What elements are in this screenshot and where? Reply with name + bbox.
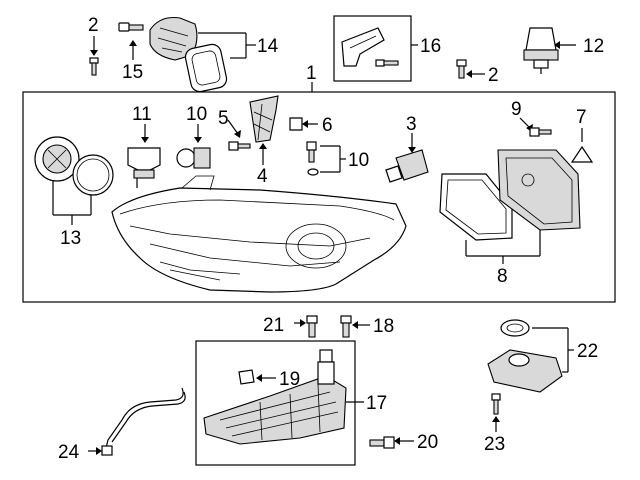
- module-18: [203, 349, 364, 445]
- callout-16: 15: [122, 62, 143, 83]
- callout-5: 5: [218, 108, 229, 129]
- callout-11: 10: [186, 104, 207, 125]
- callout-8: 8: [497, 266, 508, 287]
- callout-17: 16: [420, 36, 441, 57]
- callout-12: 11: [132, 104, 152, 125]
- bracket-4: [249, 95, 279, 165]
- screw-2-left: [89, 36, 99, 76]
- screw-16: [118, 22, 144, 60]
- bulb-13: [523, 27, 576, 74]
- screw-22: [294, 315, 318, 338]
- control-module-18-frame: [195, 340, 356, 466]
- callout-23: 22: [577, 341, 598, 362]
- callout-3: 3: [406, 114, 417, 135]
- headlamp-body: [111, 175, 407, 293]
- module-23: [487, 319, 574, 393]
- callout-13: 12: [583, 36, 604, 57]
- gasket-cover-8: [439, 149, 581, 264]
- nut-20: [238, 369, 276, 385]
- callout-2-left: 2: [88, 15, 99, 36]
- callout-14: 13: [60, 228, 81, 249]
- screw-10: [306, 141, 346, 176]
- callout-18: 17: [366, 393, 387, 414]
- screw-5: [227, 119, 251, 151]
- bracket-17: [341, 27, 418, 67]
- callout-15: 14: [257, 36, 279, 57]
- screw-24: [491, 393, 501, 432]
- callout-9: 9: [511, 99, 522, 120]
- callout-21: 20: [417, 432, 438, 453]
- callout-22: 21: [263, 315, 284, 336]
- screw-9: [519, 117, 552, 137]
- callout-10: 10: [348, 150, 369, 171]
- actuator-3: [385, 133, 429, 183]
- callout-24: 23: [484, 434, 505, 455]
- callout-2-right: 2: [488, 65, 499, 86]
- callout-4: 4: [257, 166, 268, 187]
- callout-25: 24: [58, 442, 80, 463]
- screw-19: [340, 315, 370, 338]
- callout-1: 1: [306, 63, 317, 84]
- callout-6: 6: [322, 115, 333, 136]
- bulb-11: [176, 124, 211, 169]
- clip-6: [289, 117, 318, 131]
- bulb-12: [127, 124, 161, 188]
- wire-25: [88, 387, 186, 456]
- headlamp-assembly-frame: [22, 91, 616, 303]
- marker-7: [570, 128, 594, 163]
- cap-15: [149, 16, 256, 93]
- callout-7: 7: [576, 107, 587, 128]
- screw-21: [369, 436, 414, 449]
- screw-2-right: [456, 59, 485, 79]
- callout-20: 19: [279, 369, 300, 390]
- bracket-17-frame: [333, 15, 412, 82]
- callout-19: 18: [373, 316, 394, 337]
- socket-14: [34, 136, 114, 225]
